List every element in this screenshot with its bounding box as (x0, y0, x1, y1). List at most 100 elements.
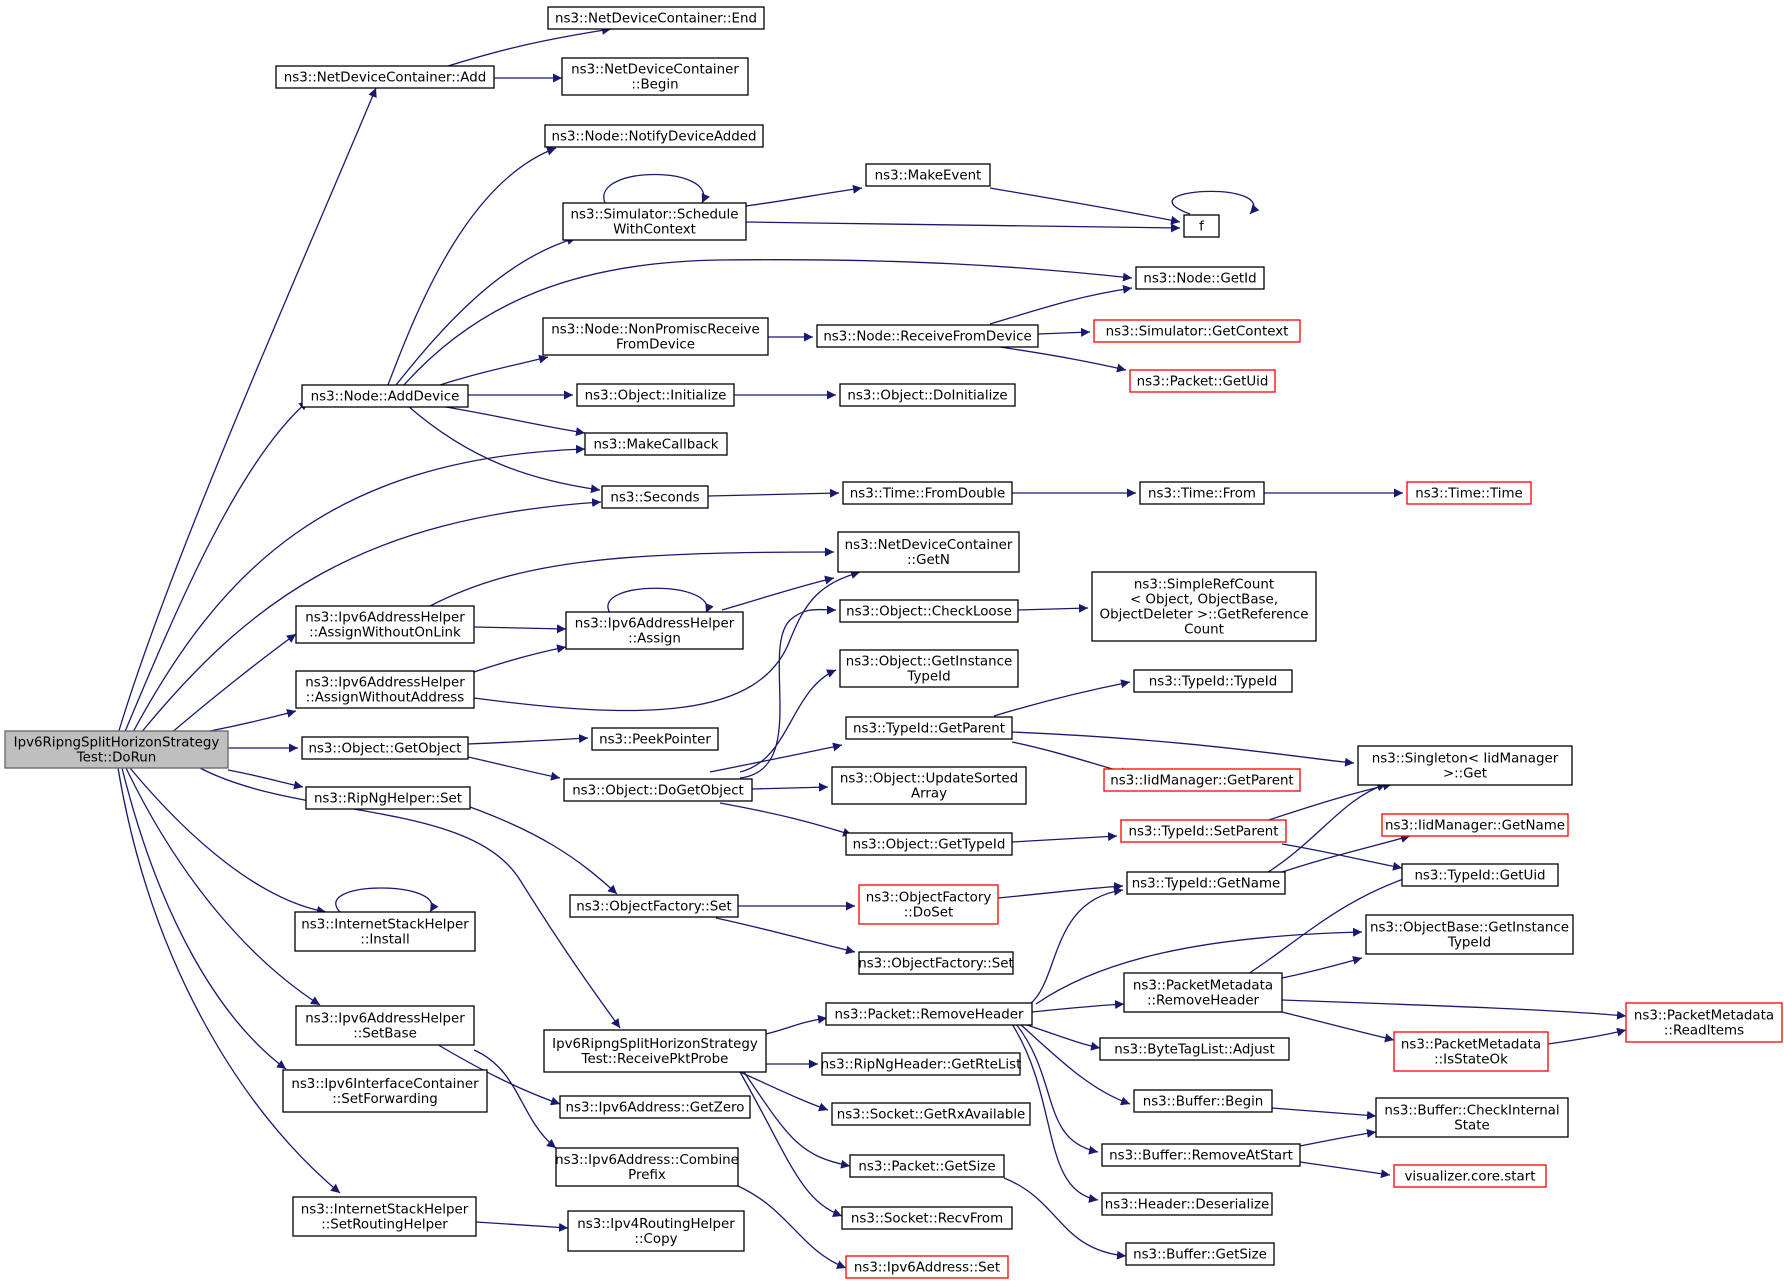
node-seconds[interactable]: ns3::Seconds (601, 485, 709, 509)
edge-root-assign-wo-onlink (169, 633, 297, 735)
node-make-cb[interactable]: ns3::MakeCallback (584, 432, 728, 456)
node-box (1125, 1242, 1275, 1266)
node-ripng-set[interactable]: ns3::RipNgHelper::Set (305, 786, 471, 810)
node-box (1093, 319, 1301, 343)
node-ipv6addr-getzero[interactable]: ns3::Ipv6Address::GetZero (559, 1095, 751, 1119)
node-obj-checkloose[interactable]: ns3::Object::CheckLoose (839, 599, 1019, 623)
edge-bufremove-visualizer (1299, 1161, 1391, 1179)
node-make-event[interactable]: ns3::MakeEvent (865, 163, 991, 187)
node-ofactory-set2[interactable]: ns3::ObjectFactory::Set (858, 951, 1014, 975)
node-f[interactable]: f (1183, 214, 1220, 238)
call-edges (117, 25, 1627, 1269)
node-receivepktprobe[interactable]: Ipv6RipngSplitHorizonStrategyTest::Recei… (543, 1029, 767, 1073)
node-label-line: ns3::TypeId::TypeId (1149, 675, 1277, 690)
node-typeid-getname[interactable]: ns3::TypeId::GetName (1126, 871, 1286, 895)
node-inet-install[interactable]: ns3::InternetStackHelper::Install (294, 911, 476, 952)
node-inet-setrouting[interactable]: ns3::InternetStackHelper::SetRoutingHelp… (292, 1196, 477, 1237)
node-box (845, 716, 1013, 740)
node-peekpointer[interactable]: ns3::PeekPointer (591, 727, 719, 751)
node-ndc-end[interactable]: ns3::NetDeviceContainer::End (547, 6, 765, 30)
node-pktmeta-readitems[interactable]: ns3::PacketMetadata::ReadItems (1625, 1002, 1783, 1043)
node-time-fromdouble[interactable]: ns3::Time::FromDouble (842, 481, 1013, 505)
node-ndc-getn[interactable]: ns3::NetDeviceContainer::GetN (837, 531, 1020, 573)
node-buffer-removeatstart[interactable]: ns3::Buffer::RemoveAtStart (1101, 1143, 1301, 1167)
node-typeid-getuid[interactable]: ns3::TypeId::GetUid (1401, 863, 1559, 887)
node-label-line: ns3::TypeId::GetParent (853, 722, 1005, 737)
node-node-adddevice[interactable]: ns3::Node::AddDevice (301, 384, 469, 408)
node-socket-recvfrom[interactable]: ns3::Socket::RecvFrom (841, 1206, 1013, 1230)
edge-bufremove-check (1299, 1128, 1377, 1147)
node-ipv6if-setforwarding[interactable]: ns3::Ipv6InterfaceContainer::SetForwardi… (282, 1069, 488, 1113)
node-label-line: ns3::NetDeviceContainer::Add (284, 71, 486, 86)
node-ipv6h-setbase[interactable]: ns3::Ipv6AddressHelper::SetBase (295, 1005, 475, 1046)
node-typeid-typeid[interactable]: ns3::TypeId::TypeId (1133, 669, 1293, 693)
node-pktmeta-removeheader[interactable]: ns3::PacketMetadata::RemoveHeader (1123, 972, 1283, 1013)
node-typeid-setparent[interactable]: ns3::TypeId::SetParent (1120, 819, 1287, 843)
node-node-getid[interactable]: ns3::Node::GetId (1135, 266, 1265, 290)
node-socket-getrxavail[interactable]: ns3::Socket::GetRxAvailable (831, 1102, 1031, 1126)
node-label-line: ns3::NetDeviceContainer::End (555, 12, 757, 27)
edge-probe-getsize (743, 1071, 851, 1169)
node-simplerefcount[interactable]: ns3::SimpleRefCount< Object, ObjectBase,… (1091, 571, 1317, 642)
node-typeid-getparent[interactable]: ns3::TypeId::GetParent (845, 716, 1013, 740)
node-ripng-getrtelist[interactable]: ns3::RipNgHeader::GetRteList (821, 1052, 1022, 1076)
node-obj-getobject[interactable]: ns3::Object::GetObject (301, 736, 469, 760)
node-label-line: ::RemoveHeader (1147, 994, 1260, 1009)
node-singleton-get[interactable]: ns3::Singleton< IidManager>::Get (1357, 745, 1573, 786)
node-box (1133, 669, 1293, 693)
node-label-line: TypeId (906, 670, 950, 685)
node-label-line: ns3::Time::From (1148, 487, 1256, 502)
node-pkt-getsize[interactable]: ns3::Packet::GetSize (849, 1154, 1005, 1178)
node-buffer-begin[interactable]: ns3::Buffer::Begin (1133, 1089, 1273, 1113)
node-obj-doinit[interactable]: ns3::Object::DoInitialize (839, 383, 1016, 407)
node-ipv6h-assign[interactable]: ns3::Ipv6AddressHelper::Assign (565, 611, 744, 650)
node-ipv6h-assign-wo-onlink[interactable]: ns3::Ipv6AddressHelper::AssignWithoutOnL… (295, 605, 475, 644)
node-box (1103, 768, 1301, 792)
edge-root-assign-wo-addr (209, 708, 297, 732)
node-header-deserialize[interactable]: ns3::Header::Deserialize (1101, 1192, 1273, 1216)
node-box (1357, 745, 1573, 786)
node-box (301, 384, 469, 408)
node-ipv6addr-set[interactable]: ns3::Ipv6Address::Set (845, 1255, 1009, 1279)
node-ndc-begin[interactable]: ns3::NetDeviceContainer::Begin (561, 57, 749, 96)
node-label-line: ns3::PacketMetadata (1634, 1009, 1774, 1024)
node-ofactory-doset[interactable]: ns3::ObjectFactory::DoSet (858, 884, 999, 925)
node-box (1123, 972, 1283, 1013)
node-ipv6h-assign-wo-addr[interactable]: ns3::Ipv6AddressHelper::AssignWithoutAdd… (295, 670, 475, 709)
node-box (858, 951, 1014, 975)
node-time-from[interactable]: ns3::Time::From (1139, 481, 1265, 505)
node-sim-getctx[interactable]: ns3::Simulator::GetContext (1093, 319, 1301, 343)
node-obj-gettypeid[interactable]: ns3::Object::GetTypeId (845, 832, 1013, 856)
node-ipv4routing-copy[interactable]: ns3::Ipv4RoutingHelper::Copy (567, 1210, 745, 1252)
node-pktmeta-isstateok[interactable]: ns3::PacketMetadata::IsStateOk (1393, 1031, 1549, 1072)
node-pkt-getuid[interactable]: ns3::Packet::GetUid (1129, 369, 1276, 393)
node-pkt-removeheader[interactable]: ns3::Packet::RemoveHeader (825, 1002, 1033, 1026)
node-label-line: ns3::Ipv6InterfaceContainer (291, 1077, 479, 1092)
node-time-time[interactable]: ns3::Time::Time (1406, 481, 1532, 505)
node-iid-getname[interactable]: ns3::IidManager::GetName (1381, 813, 1569, 837)
edge-adddevice-getid (403, 259, 1133, 386)
node-node-notify[interactable]: ns3::Node::NotifyDeviceAdded (544, 124, 764, 148)
node-ofactory-set[interactable]: ns3::ObjectFactory::Set (569, 894, 739, 918)
node-label-line: ns3::PacketMetadata (1401, 1038, 1541, 1053)
node-iid-getparent[interactable]: ns3::IidManager::GetParent (1103, 768, 1301, 792)
node-visualizer-start[interactable]: visualizer.core.start (1393, 1164, 1547, 1188)
node-label-line: ns3::TypeId::GetName (1132, 877, 1281, 892)
node-buffer-getsize[interactable]: ns3::Buffer::GetSize (1125, 1242, 1275, 1266)
node-obj-dogetobject[interactable]: ns3::Object::DoGetObject (563, 778, 753, 802)
node-obj-init[interactable]: ns3::Object::Initialize (576, 383, 735, 407)
node-bytetag-adjust[interactable]: ns3::ByteTagList::Adjust (1099, 1037, 1290, 1061)
node-node-recv[interactable]: ns3::Node::ReceiveFromDevice (816, 324, 1039, 348)
node-label-line: ns3::Node::ReceiveFromDevice (823, 330, 1031, 345)
node-ndc-add[interactable]: ns3::NetDeviceContainer::Add (275, 65, 495, 89)
node-box (301, 736, 469, 760)
